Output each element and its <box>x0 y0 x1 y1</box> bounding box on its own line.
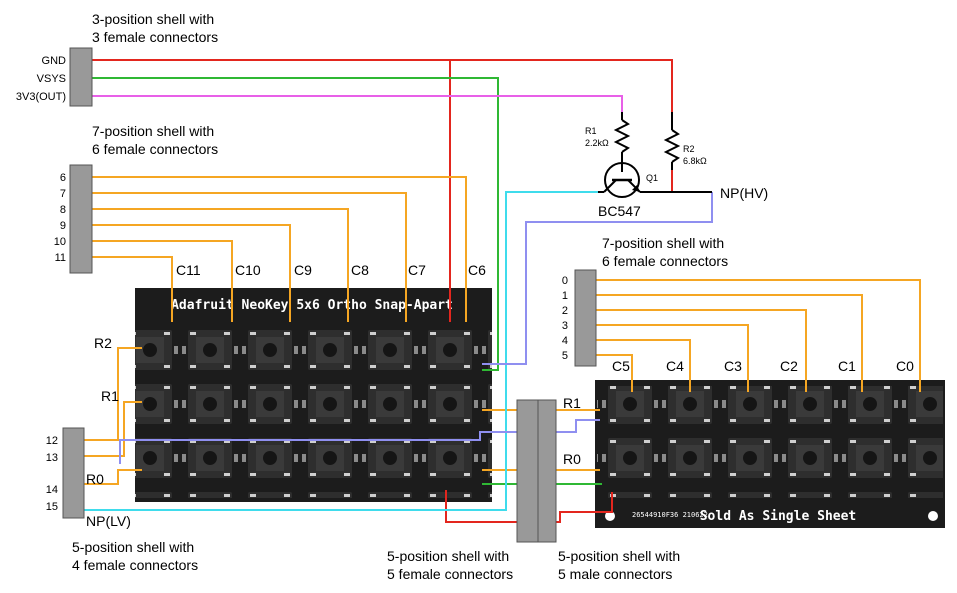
shell-7pos-b-desc2: 6 female connectors <box>602 253 728 269</box>
board1-title: Adafruit NeoKey 5x6 Ortho Snap-Apart <box>171 298 453 313</box>
col-label: C2 <box>780 358 798 374</box>
col-label: C6 <box>468 262 486 278</box>
single-sheet-board: Sold As Single Sheet 26544910F36 210622 <box>595 380 945 528</box>
pin-8: 8 <box>60 204 66 216</box>
wire-col-3 <box>596 324 749 392</box>
shell-5pos-female: 5-position shell with 5 female connector… <box>387 399 539 582</box>
wire-row-r1 <box>84 401 142 457</box>
r2-name: R2 <box>683 144 695 154</box>
resistor-r1: R1 2.2kΩ <box>585 112 631 162</box>
col-label: C0 <box>896 358 914 374</box>
pin-2: 2 <box>562 305 568 317</box>
wire-row-r2 <box>84 347 142 441</box>
col-label: C3 <box>724 358 742 374</box>
np-lv-label: NP(LV) <box>86 513 131 529</box>
shell-5pos-female-desc2: 5 female connectors <box>387 566 513 582</box>
wire-col-2 <box>596 309 807 392</box>
wire-row-r0 <box>84 469 142 485</box>
row-label: R2 <box>94 335 112 351</box>
shell-5pos-male: 5-position shell with 5 male connectors <box>537 399 680 582</box>
r2-value: 6.8kΩ <box>683 156 707 166</box>
col-label: C7 <box>408 262 426 278</box>
col-label: C8 <box>351 262 369 278</box>
shell-5pos-a: 12 13 14 15 NP(LV) 5-position shell with… <box>46 427 198 573</box>
pin-vsys: VSYS <box>37 73 66 85</box>
col-label: C10 <box>235 262 261 278</box>
wire-np-lv <box>84 191 598 511</box>
q1-name: Q1 <box>646 173 658 183</box>
wire-np-hv-2 <box>119 419 600 464</box>
pin-3v3: 3V3(OUT) <box>16 91 66 103</box>
wire-gnd-board2 <box>445 490 613 523</box>
pin-13: 13 <box>46 452 58 464</box>
row-label: R1 <box>563 395 581 411</box>
shell-3pos-desc1: 3-position shell with <box>92 11 214 27</box>
r1-value: 2.2kΩ <box>585 138 609 148</box>
neokey-board-5x6: Adafruit NeoKey 5x6 Ortho Snap-Apart <box>135 288 492 502</box>
shell-3pos-desc2: 3 female connectors <box>92 29 218 45</box>
col-label: C1 <box>838 358 856 374</box>
shell-7pos-a-desc1: 7-position shell with <box>92 123 214 139</box>
col-label: C5 <box>612 358 630 374</box>
row-label: R0 <box>563 451 581 467</box>
wire-vsys <box>92 77 499 371</box>
shell-5pos-a-desc2: 4 female connectors <box>72 557 198 573</box>
pin-4: 4 <box>562 335 568 347</box>
board2-code: 26544910F36 210622 <box>632 511 708 519</box>
pin-7: 7 <box>60 188 66 200</box>
wires <box>84 59 921 523</box>
q1-part: BC547 <box>598 203 641 219</box>
wire-col-0 <box>596 279 921 392</box>
shell-5pos-female-desc1: 5-position shell with <box>387 548 509 564</box>
wire-col-7 <box>92 240 233 322</box>
pin-0: 0 <box>562 275 568 287</box>
board2-title: Sold As Single Sheet <box>700 509 857 524</box>
np-hv-label: NP(HV) <box>720 185 768 201</box>
wire-col-8 <box>92 224 291 322</box>
wire-col-9 <box>92 208 349 322</box>
pin-12: 12 <box>46 435 58 447</box>
shell-5pos-male-desc2: 5 male connectors <box>558 566 672 582</box>
wire-col-5 <box>596 354 633 392</box>
pin-15: 15 <box>46 501 58 513</box>
board2-col-labels: C5 C4 C3 C2 C1 C0 <box>612 358 914 374</box>
shell-7pos-a: 7-position shell with 6 female connector… <box>54 123 218 274</box>
wire-col-10 <box>92 192 407 322</box>
pin-14: 14 <box>46 484 58 496</box>
shell-5pos-male-desc1: 5-position shell with <box>558 548 680 564</box>
pin-10: 10 <box>54 236 66 248</box>
pin-1: 1 <box>562 290 568 302</box>
wire-3v3 <box>92 95 623 112</box>
wire-np-hv <box>482 192 713 365</box>
wire-col-6 <box>92 256 173 322</box>
wire-gnd <box>92 59 673 112</box>
row-label: R0 <box>86 471 104 487</box>
board1-col-labels: C11 C10 C9 C8 C7 C6 <box>176 262 486 278</box>
col-label: C4 <box>666 358 684 374</box>
pin-11: 11 <box>55 252 66 264</box>
shell-3pos: 3-position shell with 3 female connector… <box>16 11 218 107</box>
col-label: C9 <box>294 262 312 278</box>
pin-6: 6 <box>60 172 66 184</box>
col-label: C11 <box>176 262 201 278</box>
r1-name: R1 <box>585 126 597 136</box>
shell-7pos-b: 7-position shell with 6 female connector… <box>562 235 728 367</box>
wire-col-4 <box>596 339 691 392</box>
pin-5: 5 <box>562 350 568 362</box>
board2-row-labels: R1 R0 <box>563 395 581 467</box>
row-label: R1 <box>101 388 119 404</box>
transistor-q1: Q1 BC547 NP(HV) <box>598 162 768 219</box>
shell-5pos-a-desc1: 5-position shell with <box>72 539 194 555</box>
pin-gnd: GND <box>42 55 67 67</box>
wire-col-1 <box>596 294 863 392</box>
shell-7pos-a-desc2: 6 female connectors <box>92 141 218 157</box>
pin-3: 3 <box>562 320 568 332</box>
resistor-r2: R2 6.8kΩ <box>663 112 707 170</box>
shell-7pos-b-desc1: 7-position shell with <box>602 235 724 251</box>
pin-9: 9 <box>60 220 66 232</box>
wire-col-11 <box>92 176 467 322</box>
board1-row-labels: R2 R1 R0 <box>86 335 119 487</box>
